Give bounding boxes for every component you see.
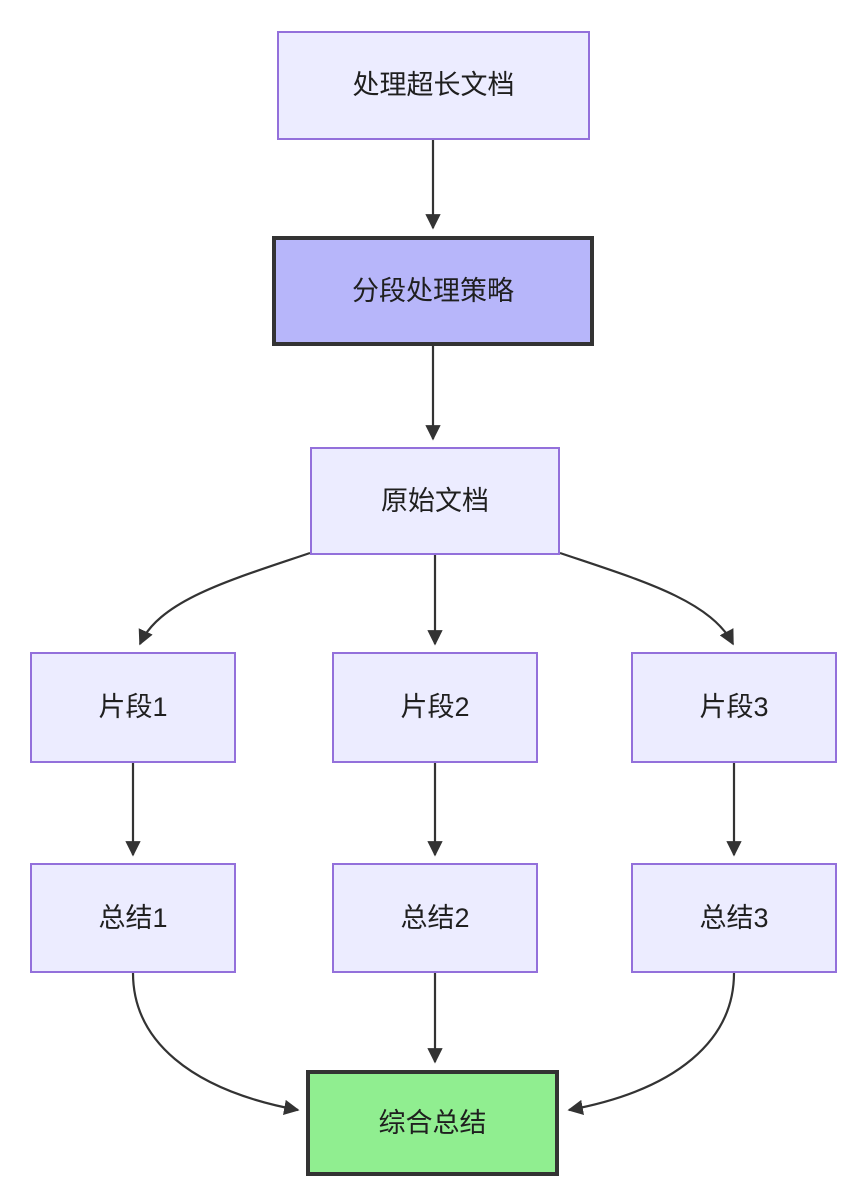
node-fragment-1-label: 片段1 bbox=[98, 692, 168, 723]
node-summary-2[interactable]: 总结2 bbox=[332, 863, 538, 973]
node-source-doc-label: 原始文档 bbox=[381, 485, 489, 516]
node-source-doc[interactable]: 原始文档 bbox=[310, 447, 560, 555]
node-fragment-2-label: 片段2 bbox=[400, 692, 470, 723]
edge-source-doc-to-fragment-1 bbox=[138, 551, 311, 646]
node-fragment-1[interactable]: 片段1 bbox=[30, 652, 236, 763]
node-fragment-3-label: 片段3 bbox=[699, 692, 769, 723]
node-summary-1-label: 总结1 bbox=[98, 902, 168, 933]
edge-summary-3-to-final-summary bbox=[567, 972, 736, 1116]
node-summary-1[interactable]: 总结1 bbox=[30, 863, 236, 973]
node-fragment-2[interactable]: 片段2 bbox=[332, 652, 538, 763]
edge-source-doc-to-fragment-3 bbox=[559, 551, 734, 646]
node-final-summary[interactable]: 综合总结 bbox=[306, 1070, 559, 1176]
node-long-doc[interactable]: 处理超长文档 bbox=[277, 31, 590, 140]
node-summary-2-label: 总结2 bbox=[400, 902, 470, 933]
node-chunk-strategy[interactable]: 分段处理策略 bbox=[272, 236, 594, 346]
node-summary-3[interactable]: 总结3 bbox=[631, 863, 837, 973]
node-long-doc-label: 处理超长文档 bbox=[352, 70, 515, 101]
node-fragment-3[interactable]: 片段3 bbox=[631, 652, 837, 763]
edge-summary-1-to-final-summary bbox=[131, 972, 300, 1116]
node-summary-3-label: 总结3 bbox=[699, 902, 769, 933]
node-chunk-strategy-label: 分段处理策略 bbox=[352, 275, 514, 306]
node-final-summary-label: 综合总结 bbox=[378, 1107, 487, 1138]
